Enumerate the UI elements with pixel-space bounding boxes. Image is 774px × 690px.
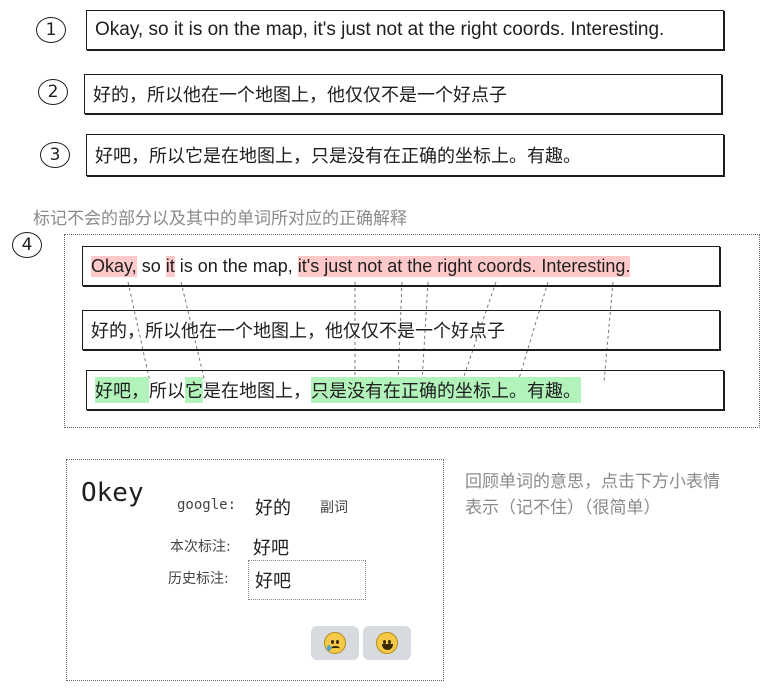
part-of-speech: 副词 bbox=[320, 500, 348, 516]
correct-meaning-highlight[interactable]: 只是没有在正确的坐标上。有趣。 bbox=[311, 377, 581, 403]
sentence-text: is on the map, bbox=[174, 255, 298, 276]
grinning-face-icon bbox=[376, 632, 398, 654]
google-meaning: 好的 bbox=[255, 498, 291, 519]
step-number-badge: 2 bbox=[38, 79, 68, 105]
connector-line bbox=[603, 281, 614, 383]
review-instruction-line2: 表示（记不住）（很简单） bbox=[465, 498, 661, 518]
google-label: google: bbox=[177, 497, 237, 513]
word-review-card bbox=[66, 459, 444, 681]
sentence-text: so bbox=[136, 255, 166, 276]
step-number-badge: 3 bbox=[40, 142, 70, 168]
unknown-phrase-highlight[interactable]: it's just not at the right coords. Inter… bbox=[297, 255, 631, 277]
unknown-word-highlight[interactable]: it bbox=[165, 255, 175, 277]
sentence-text: 是在地图上， bbox=[203, 381, 311, 402]
easy-button[interactable] bbox=[363, 626, 411, 660]
correct-meaning-highlight[interactable]: 好吧， bbox=[95, 377, 149, 403]
correct-meaning-highlight[interactable]: 它 bbox=[185, 377, 203, 403]
unknown-word-highlight[interactable]: Okay, bbox=[91, 255, 137, 277]
current-annotation-value: 好吧 bbox=[253, 538, 289, 559]
section-title: 标记不会的部分以及其中的单词所对应的正确解释 bbox=[33, 209, 407, 229]
connector-line bbox=[127, 281, 151, 383]
connector-line bbox=[180, 281, 206, 383]
history-annotation-label: 历史标注: bbox=[168, 571, 229, 587]
cant-remember-button[interactable] bbox=[311, 626, 359, 660]
current-annotation-label: 本次标注: bbox=[170, 539, 231, 555]
connector-line bbox=[421, 281, 429, 383]
review-word: Okey bbox=[81, 478, 144, 508]
user-translation-box: 好吧，所以它是在地图上，只是没有在正确的坐标上。有趣。 bbox=[86, 134, 724, 176]
annotated-corrected-translation: 好吧，所以它是在地图上，只是没有在正确的坐标上。有趣。 bbox=[86, 370, 724, 410]
sad-tear-face-icon bbox=[324, 632, 346, 654]
history-annotation-value: 好吧 bbox=[248, 560, 366, 600]
step-number-badge: 1 bbox=[36, 17, 66, 43]
english-sentence-box: Okay, so it is on the map, it's just not… bbox=[86, 10, 724, 50]
review-instruction-line1: 回顾单词的意思，点击下方小表情 bbox=[465, 472, 720, 492]
annotation-panel bbox=[64, 234, 760, 428]
step-number-badge: 4 bbox=[12, 232, 42, 258]
sentence-text: 所以 bbox=[149, 381, 185, 402]
connector-line bbox=[397, 281, 403, 383]
annotated-english-sentence: Okay, so it is on the map, it's just not… bbox=[82, 246, 720, 286]
annotated-machine-translation: 好的，所以他在一个地图上，他仅仅不是一个好点子 bbox=[82, 310, 720, 350]
machine-translation-box: 好的，所以他在一个地图上，他仅仅不是一个好点子 bbox=[84, 74, 722, 114]
